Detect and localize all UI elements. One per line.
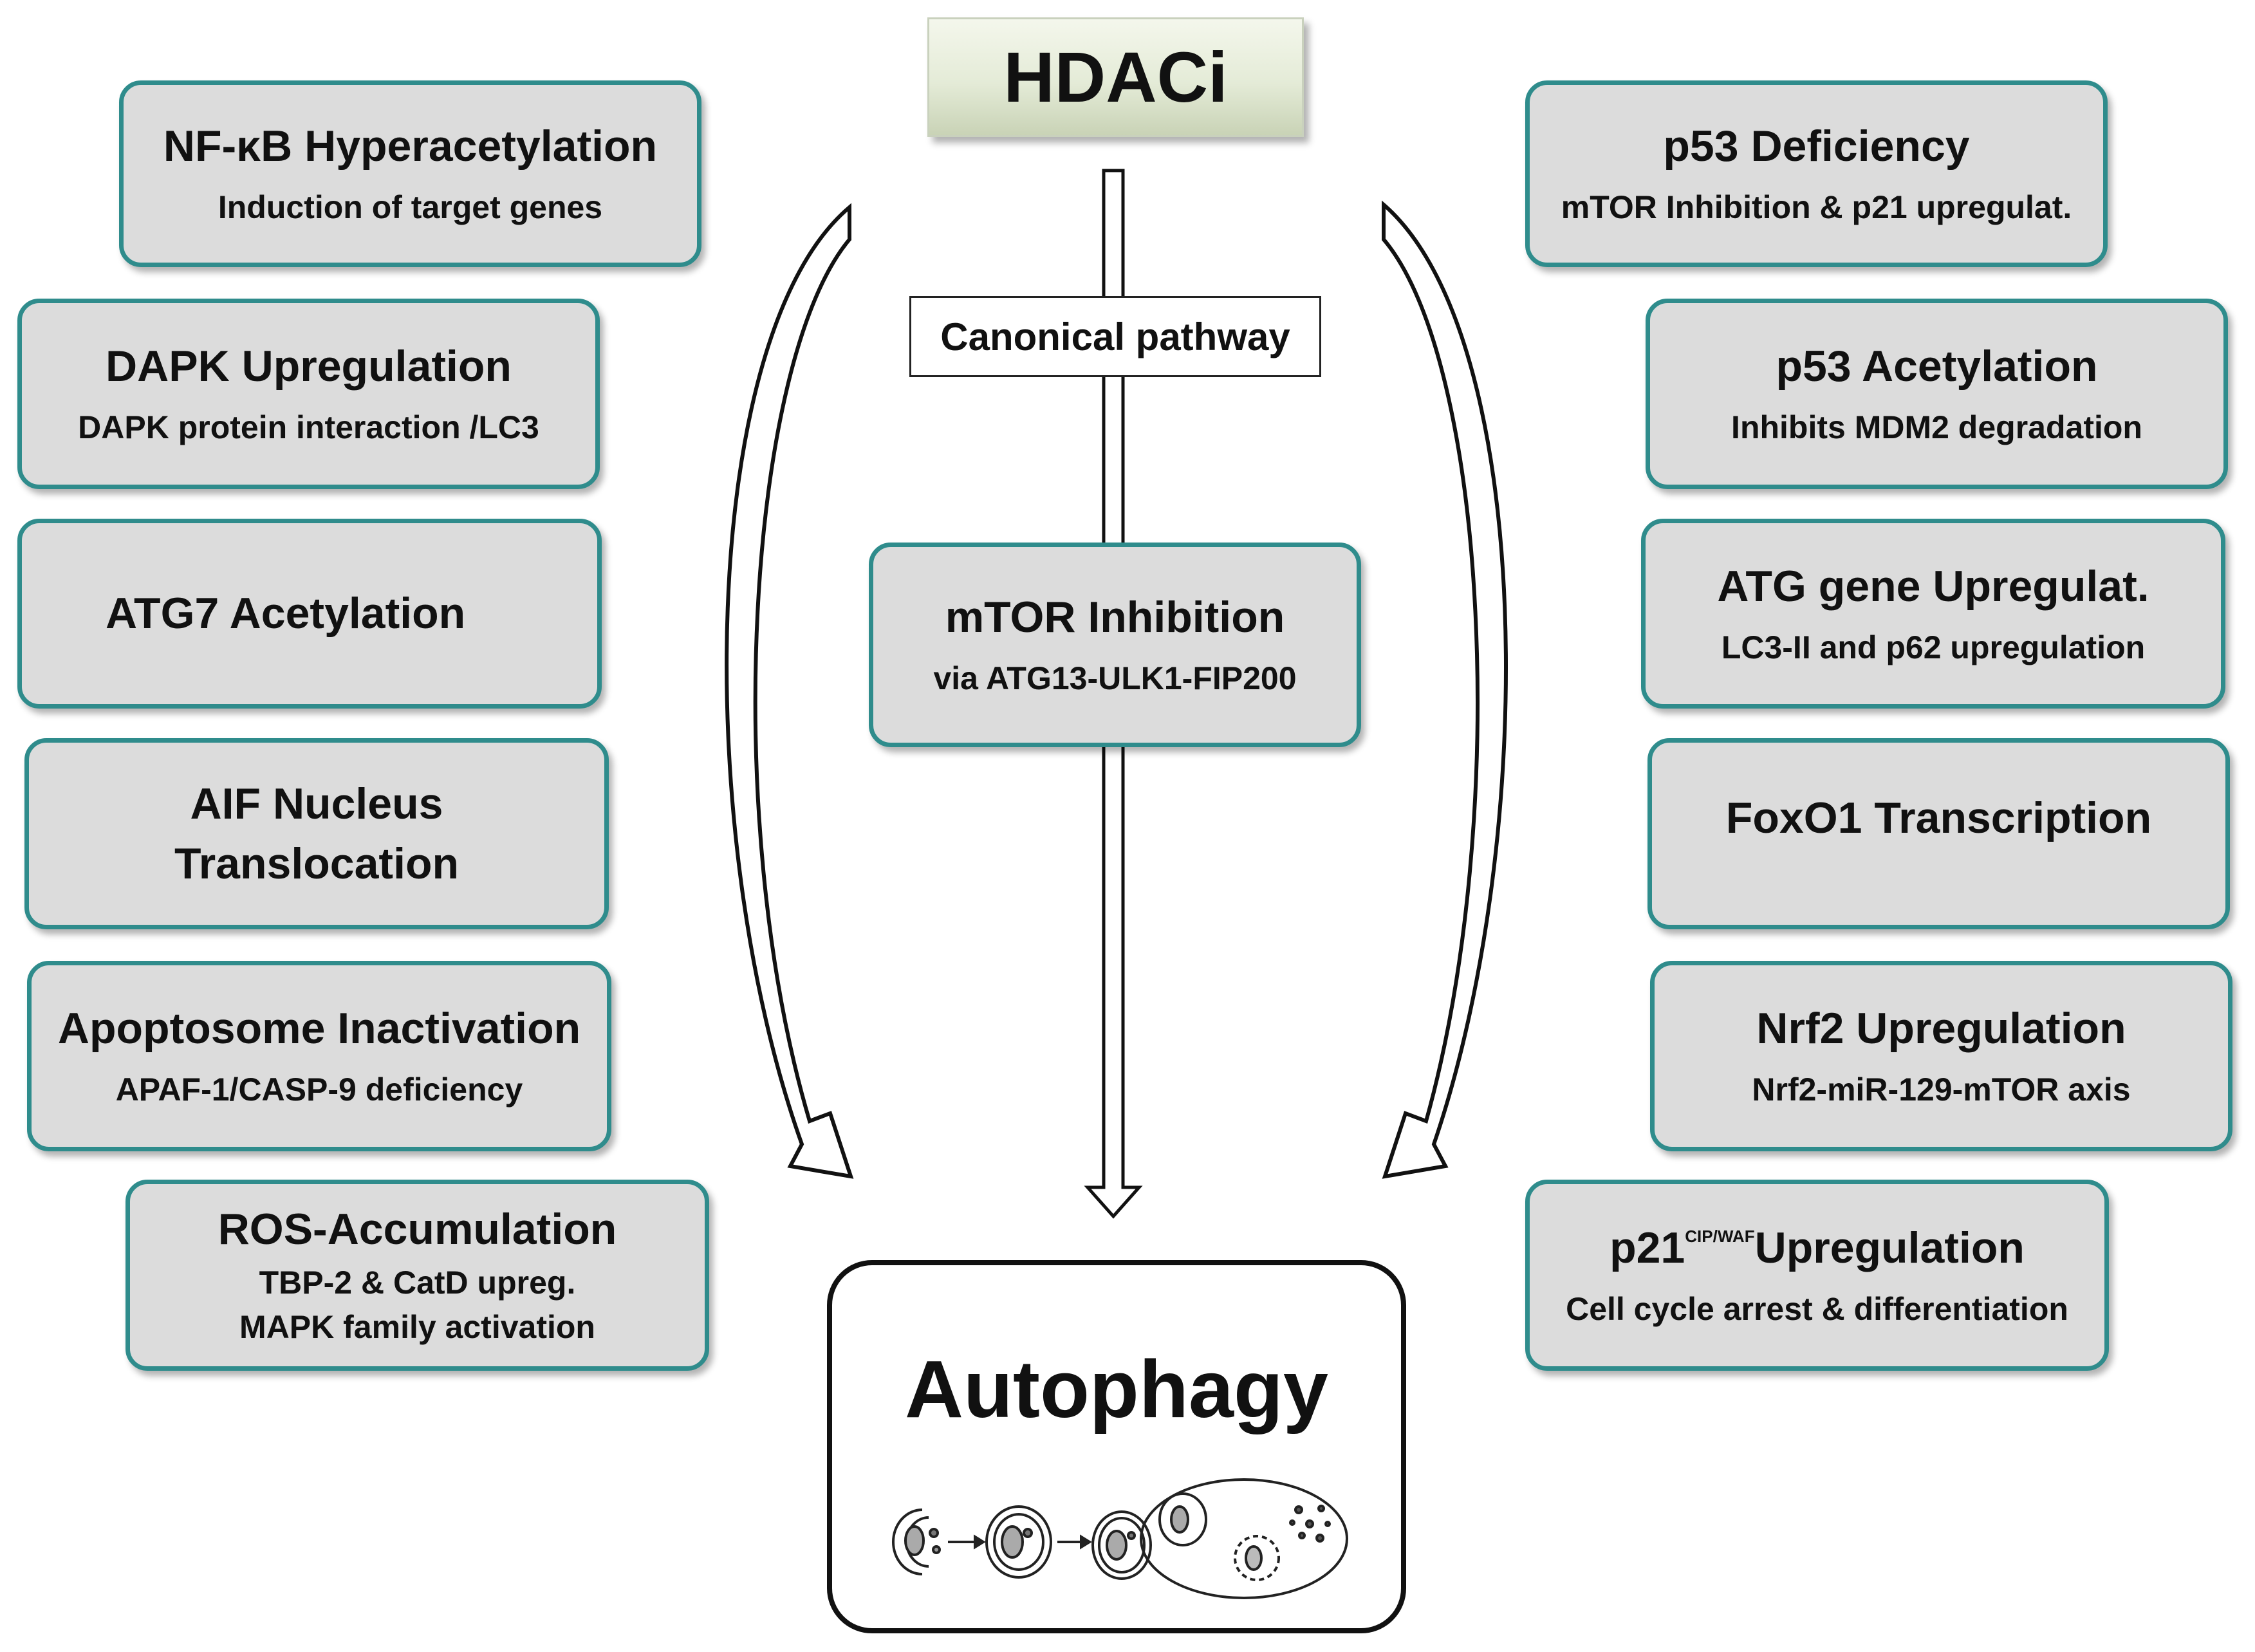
left-box-subtitle-2: MAPK family activation [239, 1309, 595, 1345]
left-box-subtitle: TBP-2 & CatD upreg. [259, 1265, 576, 1301]
right-box-nrf2: Nrf2 Upregulation Nrf2-miR-129-mTOR axis [1650, 961, 2232, 1151]
left-box-atg7: ATG7 Acetylation [17, 519, 602, 709]
right-box-p53-deficiency: p53 Deficiency mTOR Inhibition & p21 upr… [1525, 80, 2108, 267]
left-box-title: DAPK Upregulation [106, 342, 512, 391]
left-box-apoptosome: Apoptosome Inactivation APAF-1/CASP-9 de… [27, 961, 611, 1151]
right-box-title: Nrf2 Upregulation [1756, 1004, 2126, 1053]
p21-label-rest: Upregulation [1754, 1223, 2025, 1272]
right-box-p21: p21CIP/WAFUpregulation Cell cycle arrest… [1525, 1180, 2109, 1371]
left-box-title: ATG7 Acetylation [106, 589, 466, 638]
left-box-title: Apoptosome Inactivation [57, 1004, 581, 1053]
mtor-subtitle: via ATG13-ULK1-FIP200 [933, 660, 1297, 696]
left-box-subtitle: Induction of target genes [218, 189, 603, 225]
canonical-pathway-label: Canonical pathway [909, 296, 1321, 377]
right-box-title: ATG gene Upregulat. [1717, 561, 2149, 611]
right-box-title: p53 Deficiency [1663, 122, 1970, 171]
right-box-title: p53 Acetylation [1776, 342, 2098, 391]
hdaci-box: HDACi [927, 17, 1304, 137]
right-box-subtitle: Cell cycle arrest & differentiation [1566, 1290, 2068, 1327]
left-box-dapk: DAPK Upregulation DAPK protein interacti… [17, 299, 600, 489]
left-box-aif: AIF Nucleus Translocation [24, 738, 609, 929]
left-box-ros: ROS-Accumulation TBP-2 & CatD upreg. MAP… [125, 1180, 709, 1371]
autophagy-stages-illustration [892, 1478, 1348, 1599]
right-box-title: p21CIP/WAFUpregulation [1610, 1221, 2025, 1276]
left-box-nfkb: NF-κB Hyperacetylation Induction of targ… [119, 80, 701, 267]
canonical-pathway-text: Canonical pathway [940, 315, 1290, 358]
right-box-atg-gene: ATG gene Upregulat. LC3-II and p62 upreg… [1641, 519, 2225, 709]
left-box-title: NF-κB Hyperacetylation [163, 122, 658, 171]
right-box-subtitle: mTOR Inhibition & p21 upregulat. [1561, 189, 2072, 225]
left-box-subtitle: APAF-1/CASP-9 deficiency [115, 1072, 523, 1108]
right-box-foxo1: FoxO1 Transcription [1647, 738, 2230, 929]
mtor-title: mTOR Inhibition [945, 593, 1285, 642]
p21-superscript: CIP/WAF [1685, 1226, 1755, 1246]
hdaci-label: HDACi [1003, 37, 1228, 117]
phagophore-shape [892, 1508, 923, 1575]
left-curved-arrow [725, 203, 854, 1179]
autophagy-title: Autophagy [905, 1344, 1328, 1434]
right-box-subtitle: Nrf2-miR-129-mTOR axis [1752, 1072, 2131, 1108]
left-box-title: ROS-Accumulation [218, 1205, 617, 1254]
p21-label: p21 [1610, 1223, 1685, 1272]
autophagy-box: Autophagy [827, 1260, 1406, 1633]
right-box-subtitle: LC3-II and p62 upregulation [1721, 629, 2146, 665]
right-box-title: FoxO1 Transcription [1725, 794, 2152, 842]
left-box-title: AIF Nucleus [190, 779, 443, 828]
mtor-inhibition-box: mTOR Inhibition via ATG13-ULK1-FIP200 [869, 543, 1361, 747]
left-box-subtitle: DAPK protein interaction /LC3 [78, 409, 539, 445]
left-box-title-line2: Translocation [174, 839, 459, 888]
right-box-subtitle: Inhibits MDM2 degradation [1731, 409, 2142, 445]
right-box-p53-acetylation: p53 Acetylation Inhibits MDM2 degradatio… [1646, 299, 2228, 489]
right-curved-arrow [1382, 200, 1508, 1179]
